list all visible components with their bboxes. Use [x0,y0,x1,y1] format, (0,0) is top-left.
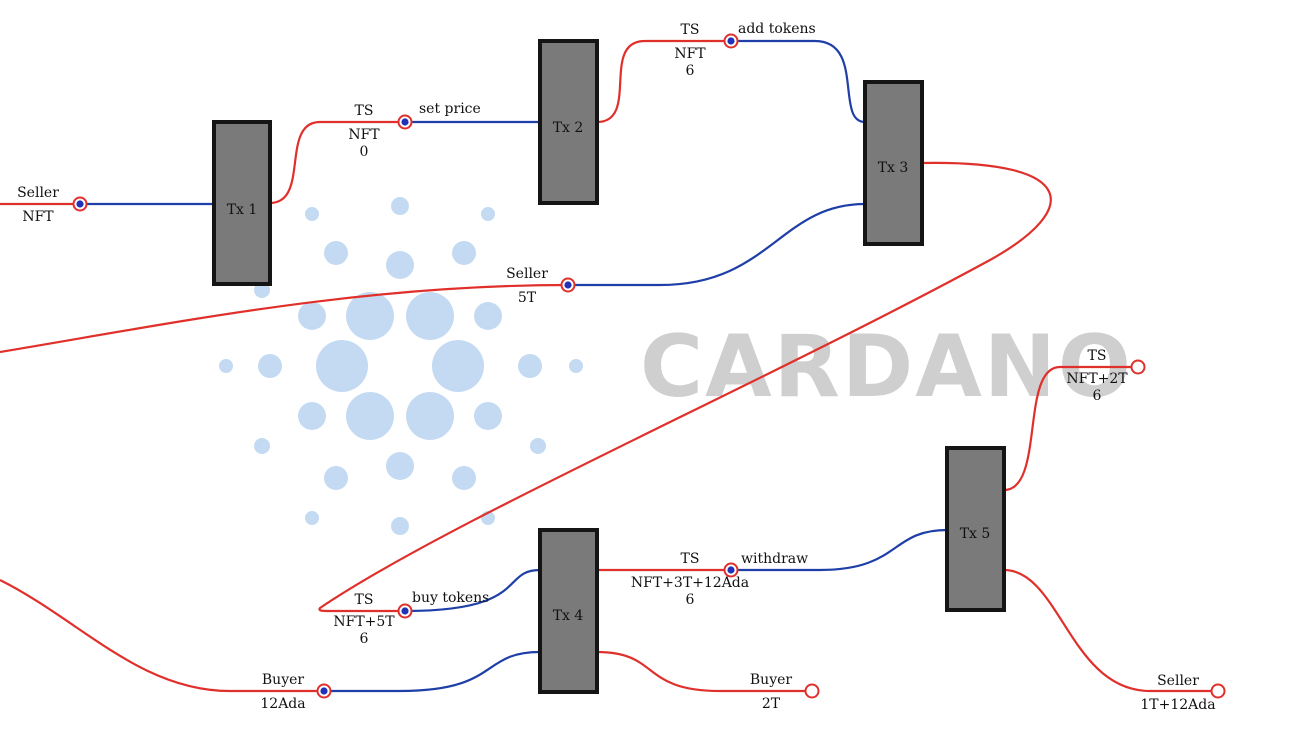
wire-seller-5t-out [0,283,569,354]
utxo-unspent-circle [1210,683,1226,699]
utxo-spent-dot [397,114,413,130]
utxo-nodes [72,33,1226,699]
seller-nft-value: NFT [22,209,54,225]
ts3-datum: 6 [360,631,369,647]
buyer-2t-owner: Buyer [750,672,792,688]
ts4-datum: 6 [686,592,695,608]
tx1-label: Tx 1 [227,202,258,218]
seller-final-value: 1T+12Ada [1140,697,1215,713]
wire-tx5-output-ts [1003,365,1132,492]
ts-final-owner: TS [1088,348,1107,364]
ts1-action: set price [419,101,481,117]
utxo-spent-dot [72,196,88,212]
ts2-datum: 6 [686,63,695,79]
labels: Seller NFT TS set price NFT 0 TS add tok… [17,21,1216,713]
wire-buyer-12ada-out [0,579,324,693]
ts4-action: withdraw [741,551,808,567]
buyer-2t-value: 2T [762,696,781,712]
tx5-box: Tx 5 [945,446,1006,612]
tx4-label: Tx 4 [553,608,584,624]
tx4-box: Tx 4 [538,528,599,694]
ts1-datum: 0 [360,144,369,160]
wire-tx3-input-seller [568,202,866,287]
utxo-spent-dot [723,33,739,49]
seller-nft-owner: Seller [17,185,59,201]
wire-tx4-input-ts [404,568,541,613]
utxo-unspent-circle [1130,359,1146,375]
wire-tx3-input-ts [731,39,866,124]
ts1-owner: TS [355,103,374,119]
cardano-watermark-text: CARDANO [640,317,1133,417]
ts1-value: NFT [348,127,380,143]
ts4-value: NFT+3T+12Ada [631,575,749,591]
ts3-value: NFT+5T [333,614,395,630]
ts3-action: buy tokens [412,590,489,606]
buyer-12ada-value: 12Ada [260,696,305,712]
tx2-box: Tx 2 [538,39,599,205]
utxo-spent-dot [397,603,413,619]
tx3-label: Tx 3 [878,160,909,176]
wire-tx2-output [596,39,731,124]
utxo-spent-dot [316,683,332,699]
seller-final-owner: Seller [1157,673,1199,689]
ts2-action: add tokens [738,21,816,37]
ts2-owner: TS [681,22,700,38]
ts-final-datum: 6 [1093,388,1102,404]
utxo-spent-dot [723,562,739,578]
tx3-box: Tx 3 [863,80,924,246]
utxo-spent-dot [560,277,576,293]
ts-final-value: NFT+2T [1066,371,1128,387]
ts2-value: NFT [674,46,706,62]
cardano-logo-watermark: CARDANO [219,197,1133,535]
wire-tx1-output [269,120,405,205]
wire-tx4-output-buyer [596,650,806,693]
wire-tx4-input-buyer [324,650,541,693]
utxo-unspent-circle [804,683,820,699]
tx1-box: Tx 1 [212,120,272,286]
tx5-label: Tx 5 [960,526,991,542]
wires [0,39,1212,693]
wire-tx3-output [318,161,1052,613]
wire-tx5-output-seller [1003,568,1212,693]
seller-5t-value: 5T [518,290,537,306]
ts4-owner: TS [681,551,700,567]
tx2-label: Tx 2 [553,120,584,136]
wire-tx5-input [731,528,948,572]
ts3-owner: TS [355,592,374,608]
buyer-12ada-owner: Buyer [262,672,304,688]
seller-5t-owner: Seller [506,266,548,282]
